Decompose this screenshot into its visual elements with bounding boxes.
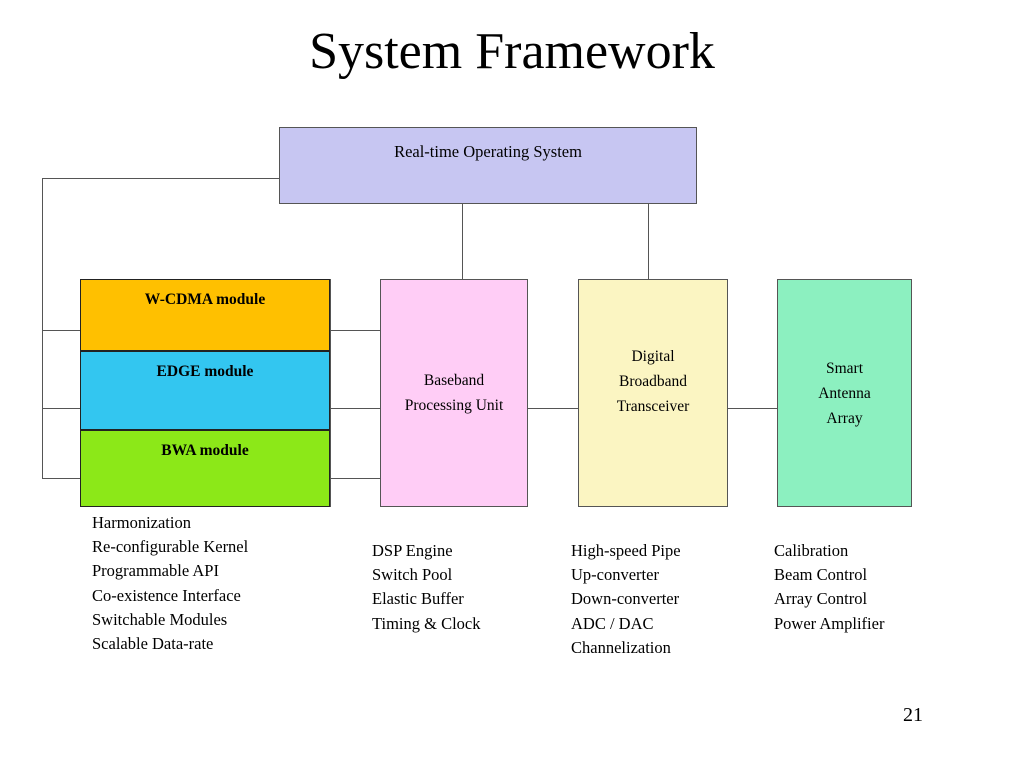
node-wcdma-label: W-CDMA module	[144, 291, 266, 308]
node-transceiver-label-line3: Transceiver	[616, 397, 690, 415]
caption-item: Array Control	[774, 589, 868, 609]
caption-item: Calibration	[774, 541, 849, 560]
connector-bus-to-wcdma	[42, 330, 81, 331]
node-baseband-label-line1: Baseband	[423, 372, 485, 389]
connector-rtos-to-transceiver	[648, 203, 649, 280]
caption-item: Up-converter	[571, 565, 659, 585]
caption-item: DSP Engine	[372, 541, 453, 560]
node-smart-antenna-array[interactable]: Smart Antenna Array	[777, 279, 912, 507]
caption-item: Beam Control	[774, 565, 868, 585]
caption-item: Co-existence Interface	[92, 585, 241, 605]
connector-baseband-to-transceiver	[528, 408, 579, 409]
caption-item: Channelization	[571, 637, 671, 657]
connector-bwa-to-baseband	[330, 478, 381, 479]
node-digital-broadband-transceiver[interactable]: Digital Broadband Transceiver	[578, 279, 728, 507]
caption-list-baseband: DSP Engine Switch Pool Elastic Buffer Ti…	[372, 539, 481, 636]
node-edge-module[interactable]: EDGE module	[80, 351, 330, 430]
node-real-time-operating-system[interactable]: Real-time Operating System	[279, 127, 697, 204]
caption-item: Scalable Data-rate	[92, 634, 214, 654]
caption-item: Re-configurable Kernel	[92, 537, 249, 557]
caption-item: Switch Pool	[372, 565, 453, 585]
connector-bus-to-edge	[42, 408, 81, 409]
node-baseband-processing-unit[interactable]: Baseband Processing Unit	[380, 279, 528, 507]
caption-item: Timing & Clock	[372, 613, 481, 633]
connector-module-right-bus	[330, 279, 331, 507]
node-antenna-label-line2: Antenna	[818, 384, 871, 402]
connector-rtos-to-bus	[42, 178, 280, 179]
node-rtos-label: Real-time Operating System	[394, 142, 582, 161]
connector-edge-to-baseband	[330, 408, 381, 409]
node-baseband-label: Baseband Processing Unit	[381, 368, 527, 418]
node-antenna-label-line1: Smart	[825, 359, 864, 377]
caption-item: Harmonization	[92, 513, 191, 532]
node-transceiver-label-line1: Digital	[631, 347, 675, 365]
caption-list-antenna: Calibration Beam Control Array Control P…	[774, 539, 884, 636]
node-antenna-label-line3: Array	[826, 409, 863, 427]
connector-wcdma-to-baseband	[330, 330, 381, 331]
caption-list-transceiver: High-speed Pipe Up-converter Down-conver…	[571, 539, 681, 660]
connector-rtos-to-baseband	[462, 203, 463, 280]
caption-item: Elastic Buffer	[372, 589, 464, 609]
caption-item: Programmable API	[92, 561, 219, 581]
node-edge-label: EDGE module	[156, 363, 254, 380]
caption-item: Power Amplifier	[774, 613, 885, 633]
node-bwa-label: BWA module	[161, 442, 249, 459]
caption-item: High-speed Pipe	[571, 541, 681, 560]
caption-item: ADC / DAC	[571, 613, 654, 633]
node-transceiver-label-line2: Broadband	[618, 372, 687, 390]
node-wcdma-module[interactable]: W-CDMA module	[80, 279, 330, 351]
node-bwa-module[interactable]: BWA module	[80, 430, 330, 507]
connector-left-bus-vertical	[42, 178, 43, 479]
caption-item: Switchable Modules	[92, 609, 228, 629]
node-transceiver-label: Digital Broadband Transceiver	[579, 344, 727, 419]
page-title: System Framework	[309, 23, 715, 80]
connector-transceiver-to-antenna	[728, 408, 778, 409]
caption-list-modules: Harmonization Re-configurable Kernel Pro…	[92, 511, 248, 656]
connector-bus-to-bwa	[42, 478, 81, 479]
node-baseband-label-line2: Processing Unit	[404, 397, 504, 414]
caption-item: Down-converter	[571, 589, 680, 609]
page-number: 21	[903, 704, 923, 726]
node-antenna-label: Smart Antenna Array	[778, 356, 911, 431]
